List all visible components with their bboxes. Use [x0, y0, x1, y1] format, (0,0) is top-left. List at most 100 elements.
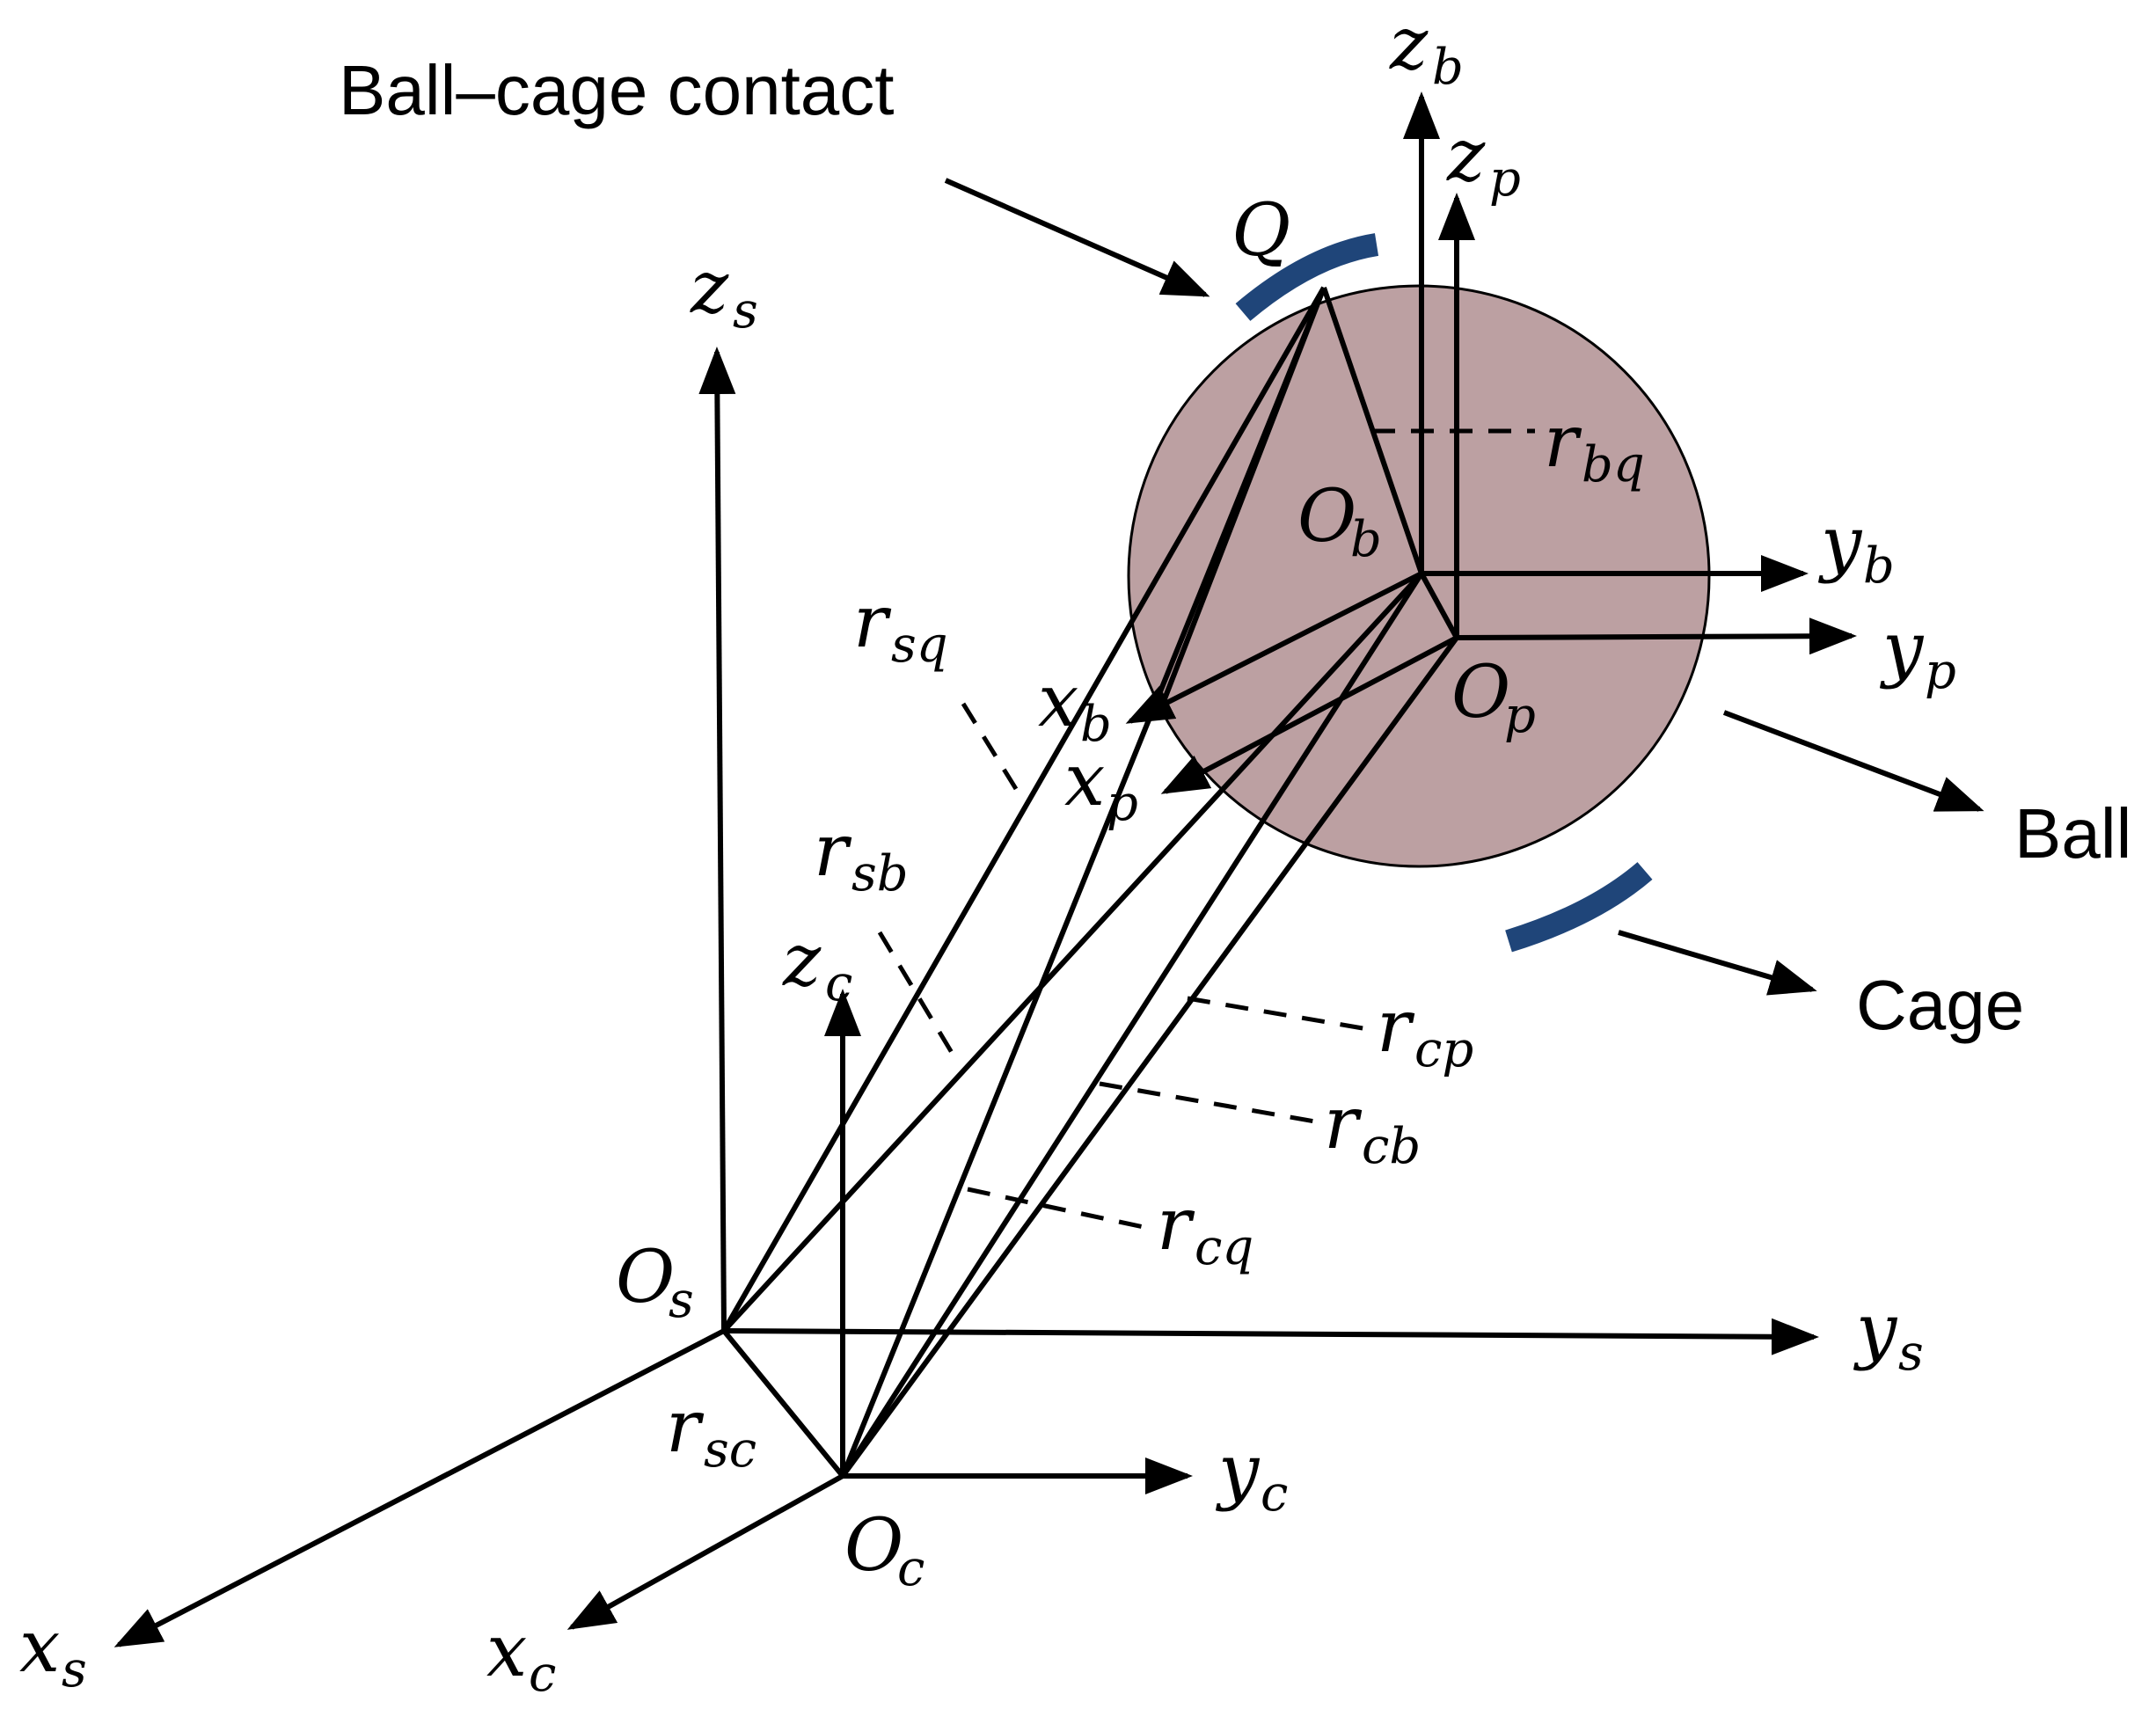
svg-text:r: r	[1324, 1082, 1363, 1165]
rsb-vector	[721, 571, 1424, 1333]
svg-text:x: x	[1038, 660, 1078, 743]
svg-text:sb: sb	[851, 845, 909, 902]
yp-axis	[1456, 617, 1857, 655]
rcp-vector	[840, 636, 1459, 1478]
ob-op-link	[1419, 572, 1459, 639]
svg-text:r: r	[1377, 985, 1415, 1069]
cage-arc-bottom	[1505, 862, 1653, 953]
rcb-leader	[1099, 1081, 1316, 1124]
svg-text:c: c	[529, 1646, 556, 1703]
rsq-leader	[961, 702, 1023, 798]
svg-text:y: y	[1817, 501, 1863, 585]
svg-text:c: c	[897, 1540, 925, 1597]
svg-text:x: x	[486, 1610, 527, 1693]
svg-text:s: s	[733, 282, 758, 340]
svg-text:c: c	[1261, 1465, 1288, 1523]
svg-text:p: p	[1504, 687, 1536, 744]
ball-label: Ball	[2014, 794, 2131, 873]
svg-text:y: y	[1879, 607, 1925, 690]
svg-text:s: s	[1898, 1325, 1924, 1382]
svg-text:y: y	[1853, 1289, 1898, 1372]
svg-text:c: c	[825, 955, 852, 1012]
svg-text:sc: sc	[704, 1421, 756, 1479]
rsc-vector	[721, 1329, 845, 1478]
svg-text:O: O	[1297, 475, 1356, 559]
svg-text:cb: cb	[1362, 1118, 1421, 1175]
rsb-leader	[877, 931, 961, 1066]
svg-text:O: O	[844, 1504, 903, 1588]
svg-text:r: r	[1544, 400, 1582, 484]
rcb-vector	[840, 572, 1424, 1478]
svg-text:z: z	[1389, 3, 1429, 86]
op-label: Op	[1451, 651, 1536, 744]
oc-label: Oc	[844, 1504, 925, 1597]
contact-pointer	[944, 178, 1210, 297]
cage-label: Cage	[1856, 966, 2024, 1044]
rsq-vector	[721, 286, 1326, 1333]
svg-text:b: b	[1432, 39, 1464, 96]
xp-axis	[1160, 635, 1458, 794]
svg-text:z: z	[782, 919, 822, 1003]
svg-text:p: p	[1925, 643, 1956, 700]
xb-axis	[1125, 571, 1423, 724]
os-label: Os	[616, 1236, 694, 1329]
svg-text:y: y	[1215, 1429, 1261, 1513]
svg-text:bq: bq	[1582, 436, 1645, 493]
svg-text:r: r	[814, 809, 852, 893]
svg-text:b: b	[1863, 537, 1895, 595]
zs-axis	[698, 347, 736, 1332]
svg-text:O: O	[1451, 651, 1510, 734]
rcq-leader	[967, 1187, 1144, 1230]
cage-pointer	[1618, 930, 1817, 996]
svg-text:sq: sq	[891, 617, 948, 674]
svg-text:O: O	[616, 1236, 675, 1319]
xs-axis	[113, 1328, 726, 1647]
svg-text:r: r	[853, 581, 892, 664]
point-q-label: Q	[1231, 189, 1290, 273]
svg-text:p: p	[1489, 150, 1521, 208]
cage-arc-top	[1235, 233, 1379, 321]
svg-text:x: x	[19, 1605, 60, 1689]
rcq-vector	[840, 286, 1326, 1478]
svg-text:r: r	[666, 1385, 705, 1469]
svg-text:cq: cq	[1195, 1219, 1253, 1276]
svg-text:p: p	[1107, 775, 1138, 832]
svg-text:b: b	[1350, 511, 1382, 568]
rcp-leader	[1187, 996, 1369, 1032]
ob-label: Ob	[1297, 475, 1382, 568]
ys-axis	[723, 1318, 1819, 1355]
contact-label: Ball–cage contact	[339, 51, 895, 129]
svg-text:s: s	[669, 1272, 694, 1329]
svg-text:s: s	[62, 1641, 87, 1698]
svg-text:x: x	[1064, 739, 1105, 822]
q-xb-link	[1157, 286, 1326, 714]
svg-text:z: z	[690, 246, 729, 330]
xc-axis	[566, 1473, 844, 1630]
svg-text:cp: cp	[1414, 1021, 1473, 1078]
ball-pointer	[1722, 710, 1984, 812]
svg-text:r: r	[1157, 1183, 1195, 1267]
svg-text:z: z	[1446, 114, 1486, 198]
svg-text:b: b	[1080, 696, 1112, 753]
